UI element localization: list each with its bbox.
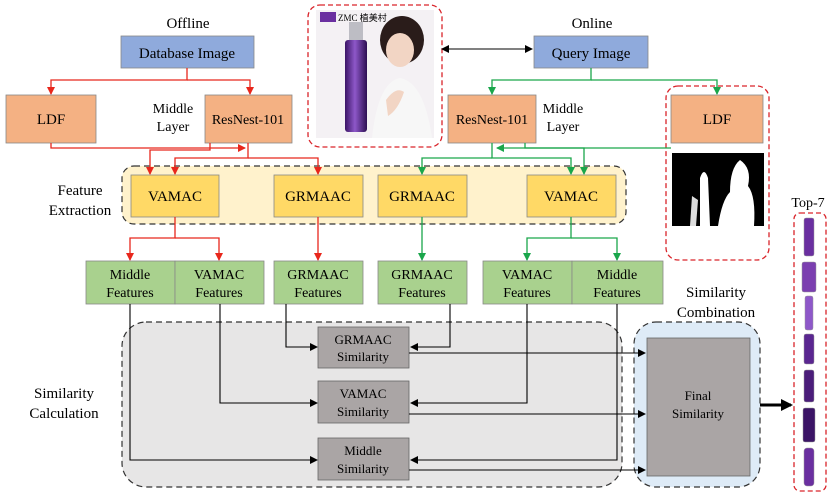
top7-result-thumbnails	[801, 217, 817, 487]
similarity-arrows	[129, 45, 646, 474]
svg-text:Features: Features	[593, 286, 640, 301]
svg-text:Similarity: Similarity	[337, 404, 390, 419]
ldf-online-label: LDF	[703, 112, 731, 128]
middle-layer-online-line2: Layer	[547, 120, 580, 135]
vamac-similarity-box: VAMAC Similarity	[317, 380, 410, 424]
middle-layer-offline-line1: Middle	[153, 102, 193, 117]
vamac-offline-label: VAMAC	[148, 189, 202, 205]
vamac-online-box	[526, 174, 617, 218]
database-image-label: Database Image	[139, 46, 236, 62]
middle-layer-offline-line2: Layer	[157, 120, 190, 135]
svg-text:Middle: Middle	[597, 268, 637, 283]
ldf-mask-image	[672, 153, 764, 226]
resnest-offline-label: ResNest-101	[212, 113, 284, 128]
top7-label: Top-7	[791, 196, 824, 211]
svg-text:VAMAC: VAMAC	[340, 386, 387, 401]
offline-label: Offline	[166, 16, 209, 32]
svg-text:Final: Final	[685, 388, 712, 403]
svg-text:GRMAAC: GRMAAC	[287, 268, 348, 283]
feature-extraction-label-line1: Feature	[58, 183, 103, 199]
online-label: Online	[572, 16, 613, 32]
grmaac-features-offline-box: GRMAAC Features	[273, 260, 364, 305]
resnest-offline-box	[204, 94, 293, 144]
top7-results-frame	[793, 212, 827, 492]
grmaac-features-online-box: GRMAAC Features	[377, 260, 468, 305]
resnest-online-box	[447, 94, 537, 144]
final-similarity-box: Final Similarity	[646, 337, 751, 477]
middle-similarity-box: Middle Similarity	[317, 437, 410, 481]
svg-text:Features: Features	[106, 286, 153, 301]
svg-text:VAMAC: VAMAC	[194, 268, 244, 283]
feature-extraction-region	[121, 165, 627, 225]
online-arrows	[418, 68, 721, 261]
ldf-query-frame	[665, 85, 770, 261]
query-image-label: Query Image	[552, 46, 631, 62]
middle-features-offline-box: Middle Features	[85, 260, 176, 305]
svg-text:Similarity: Similarity	[672, 406, 725, 421]
vamac-features-online-box: VAMAC Features	[482, 260, 573, 305]
sample-image-frame	[307, 4, 443, 148]
product-logo-text: ZMC 植美村	[338, 12, 387, 23]
grmaac-offline-label: GRMAAC	[285, 189, 351, 205]
similarity-combination-label-line2: Combination	[677, 305, 756, 321]
svg-text:Features: Features	[294, 286, 341, 301]
similarity-combination-label-line1: Similarity	[686, 285, 747, 301]
svg-text:Similarity: Similarity	[337, 461, 390, 476]
feature-extraction-label-line2: Extraction	[49, 203, 112, 219]
similarity-calculation-label-line1: Similarity	[34, 386, 95, 402]
ldf-offline-label: LDF	[37, 112, 65, 128]
vamac-online-label: VAMAC	[544, 189, 598, 205]
svg-text:Similarity: Similarity	[337, 349, 390, 364]
vamac-offline-box	[130, 174, 220, 218]
svg-text:Features: Features	[398, 286, 445, 301]
offline-arrows	[47, 68, 322, 261]
grmaac-online-box	[377, 174, 468, 218]
svg-text:GRMAAC: GRMAAC	[391, 268, 452, 283]
grmaac-online-label: GRMAAC	[389, 189, 455, 205]
grmaac-similarity-box: GRMAAC Similarity	[317, 326, 410, 369]
svg-text:GRMAAC: GRMAAC	[334, 332, 391, 347]
resnest-online-label: ResNest-101	[456, 113, 528, 128]
middle-layer-online-line1: Middle	[543, 102, 583, 117]
similarity-calculation-label-line2: Calculation	[29, 406, 99, 422]
svg-text:Features: Features	[195, 286, 242, 301]
middle-features-online-box: Middle Features	[571, 260, 664, 305]
grmaac-offline-box	[273, 174, 364, 218]
product-advertisement-image: ZMC 植美村	[316, 10, 434, 138]
svg-text:Features: Features	[503, 286, 550, 301]
svg-text:VAMAC: VAMAC	[502, 268, 552, 283]
vamac-features-offline-box: VAMAC Features	[174, 260, 265, 305]
svg-text:Middle: Middle	[344, 443, 382, 458]
svg-text:Middle: Middle	[110, 268, 150, 283]
ldf-online-box	[670, 94, 764, 144]
